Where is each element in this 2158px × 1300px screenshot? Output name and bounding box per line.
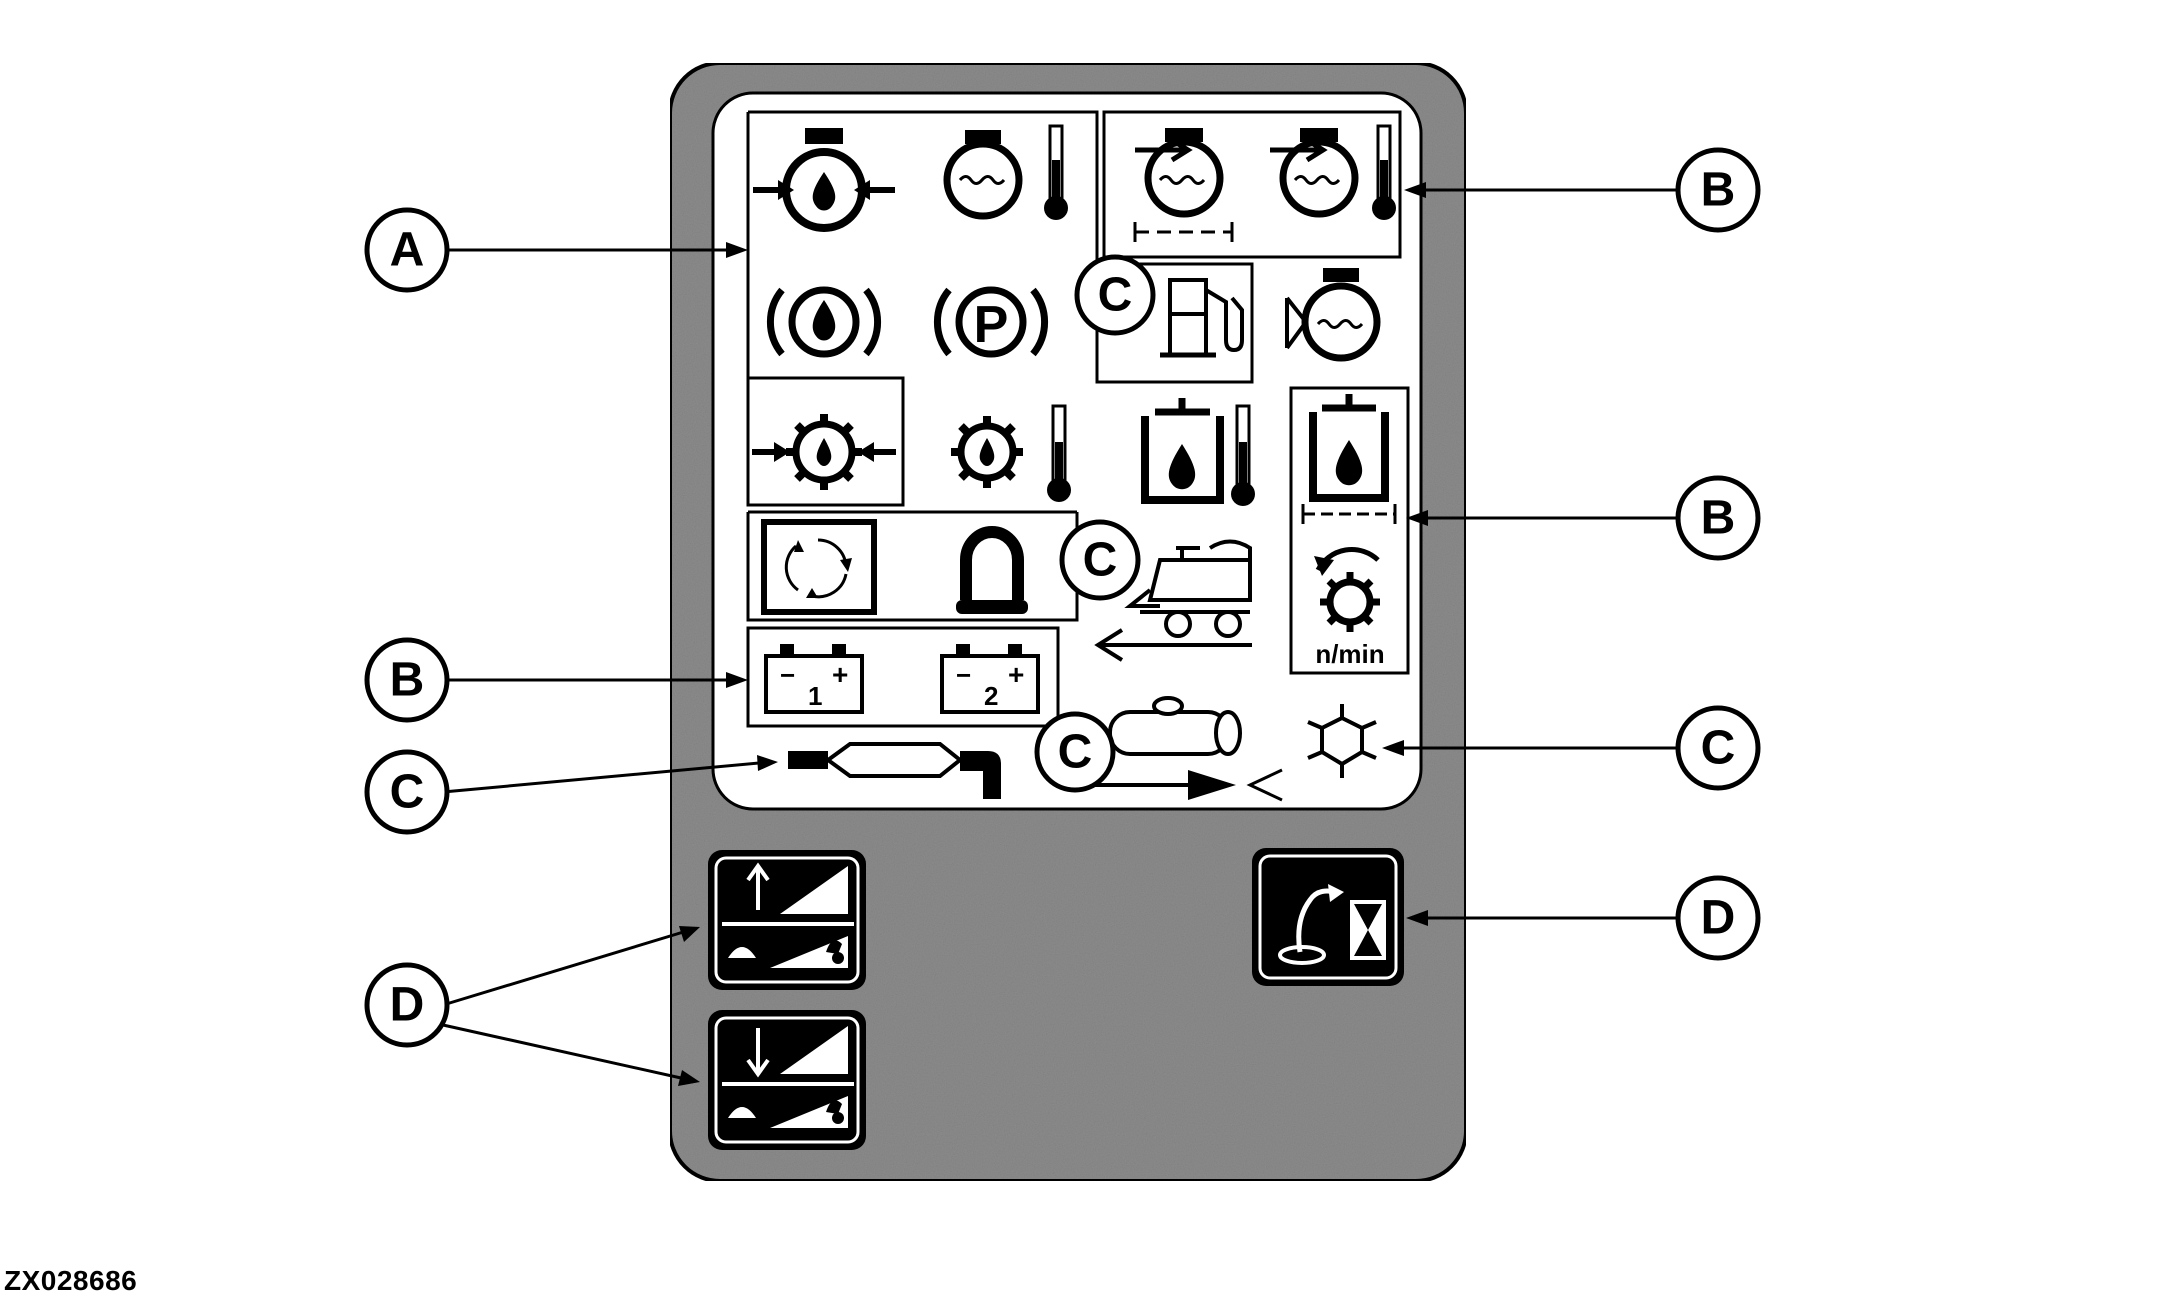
battery-2-plus: + xyxy=(1008,659,1024,690)
callout-c-frost: C xyxy=(1675,705,1761,791)
callout-c-fuel-label: C xyxy=(1098,269,1133,322)
group-b-hydraulic-frame xyxy=(1289,386,1410,675)
parking-brake-letter: P xyxy=(974,296,1009,354)
engine-coolant-temperature-icon xyxy=(943,124,1068,220)
callout-b-top-label: B xyxy=(1701,164,1736,217)
speed-decrease-button[interactable] xyxy=(708,1010,866,1150)
instrument-panel xyxy=(668,61,1468,1183)
brake-oil-icon xyxy=(766,286,882,358)
spout-timer-button[interactable] xyxy=(1252,848,1404,986)
callout-a: A xyxy=(364,207,450,293)
battery-2-icon: − + 2 xyxy=(940,644,1040,714)
callout-c-harvester-label: C xyxy=(1083,534,1118,587)
group-b-top-frame xyxy=(1102,110,1402,259)
callout-b-battery-label: B xyxy=(390,654,425,707)
callout-c-fuel: C xyxy=(1074,254,1156,336)
battery-2-number: 2 xyxy=(984,681,998,711)
leader-d-left-down xyxy=(442,1023,691,1082)
battery-1-icon: − + 1 xyxy=(764,644,864,714)
callout-d-left-label: D xyxy=(390,979,425,1032)
callout-d-right-label: D xyxy=(1701,892,1736,945)
transmission-oil-temperature-icon xyxy=(951,404,1071,502)
battery-1-minus: − xyxy=(780,660,795,690)
battery-1-number: 1 xyxy=(808,681,822,711)
callout-b-mid-label: B xyxy=(1701,492,1736,545)
leader-c-exhaust xyxy=(442,760,771,794)
transmission-oil-pressure-icon xyxy=(752,414,896,490)
leader-d-left-up xyxy=(442,928,691,1007)
speed-increase-button[interactable] xyxy=(708,850,866,990)
figure-id: ZX028686 xyxy=(4,1265,138,1296)
callout-d-left: D xyxy=(364,962,450,1048)
callout-c-fuel-tank-label: C xyxy=(1058,726,1093,779)
frost-snowflake-icon xyxy=(1307,704,1377,778)
air-recirculation-filter-icon xyxy=(761,519,877,615)
battery-2-minus: − xyxy=(956,660,971,690)
callout-b-top: B xyxy=(1675,147,1761,233)
fuel-tank-filter-icon xyxy=(1075,696,1283,802)
group-b-battery-frame xyxy=(746,626,1060,728)
hydraulic-oil-level-icon xyxy=(1301,394,1397,524)
coolant-level-icon xyxy=(1133,128,1234,242)
parking-brake-icon: P xyxy=(933,286,1049,358)
forage-harvester-icon xyxy=(1094,539,1252,662)
magnet-filter-icon xyxy=(956,526,1028,614)
callout-leader-lines xyxy=(442,188,1680,1082)
callout-d-right: D xyxy=(1675,875,1761,961)
fuel-level-icon xyxy=(1160,278,1244,358)
callout-c-harvester: C xyxy=(1059,519,1141,601)
callout-c-fuel-tank: C xyxy=(1034,711,1116,793)
coolant-level-temperature-icon xyxy=(1270,124,1396,220)
exhaust-muffler-icon xyxy=(788,742,1001,799)
callout-c-exhaust-label: C xyxy=(390,766,425,819)
callout-arrowheads xyxy=(678,182,1428,1086)
rotor-speed-unit: n/min xyxy=(1315,639,1384,669)
battery-1-plus: + xyxy=(832,659,848,690)
callout-c-exhaust: C xyxy=(364,749,450,835)
rotor-speed-icon: n/min xyxy=(1314,546,1385,669)
hydraulic-oil-temperature-icon xyxy=(1141,398,1255,506)
callout-a-label: A xyxy=(390,224,425,277)
display-screen xyxy=(711,91,1423,811)
callout-c-frost-label: C xyxy=(1701,722,1736,775)
engine-oil-pressure-icon xyxy=(753,128,895,232)
group-a-frame xyxy=(746,110,1099,507)
callout-b-mid: B xyxy=(1675,475,1761,561)
engine-coolant-level-low-icon xyxy=(1285,268,1381,362)
callout-b-battery: B xyxy=(364,637,450,723)
